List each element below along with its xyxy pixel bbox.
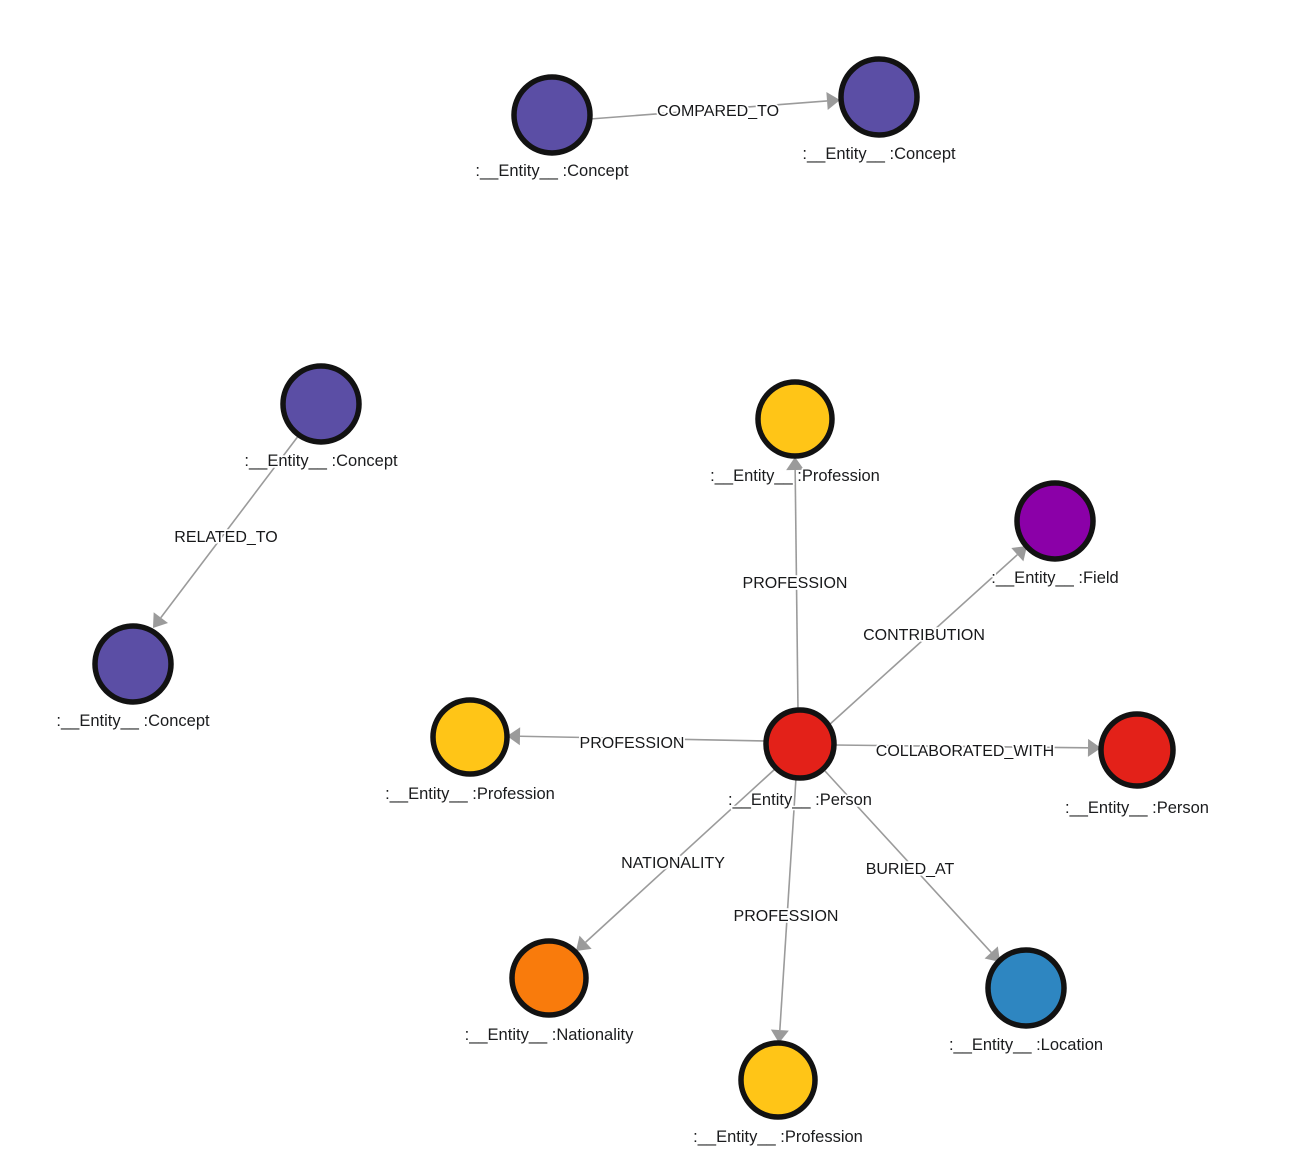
node-caption: :__Entity__ :Location xyxy=(949,1036,1103,1054)
edge-arrowhead-icon xyxy=(507,727,521,746)
edge-arrowhead-icon xyxy=(770,1029,789,1043)
graph-node-person[interactable] xyxy=(763,707,837,781)
graph-edge[interactable] xyxy=(833,738,1101,757)
graph-edge[interactable] xyxy=(828,546,1027,726)
graph-node-concept[interactable] xyxy=(511,74,593,156)
edge-arrowhead-icon xyxy=(153,612,169,628)
edge-line xyxy=(585,768,776,943)
graph-node-profession[interactable] xyxy=(738,1040,818,1120)
edge-line xyxy=(519,735,767,742)
edge-label: PROFESSION xyxy=(743,575,848,592)
edge-label: BURIED_AT xyxy=(866,861,955,878)
edge-line xyxy=(779,777,797,1031)
node-caption: :__Entity__ :Concept xyxy=(475,162,629,180)
graph-node-location[interactable] xyxy=(985,947,1067,1029)
edge-arrowhead-icon xyxy=(1087,738,1101,757)
graph-node-concept[interactable] xyxy=(92,623,174,705)
edge-arrowhead-icon xyxy=(576,935,592,951)
edge-line xyxy=(160,434,300,619)
node-caption: :__Entity__ :Concept xyxy=(56,712,210,730)
edge-arrowhead-icon xyxy=(1011,546,1027,562)
node-caption: :__Entity__ :Profession xyxy=(693,1128,863,1146)
edge-line xyxy=(589,100,828,120)
node-caption: :__Entity__ :Concept xyxy=(244,452,398,470)
edge-labels-layer: COMPARED_TO RELATED_TO PROFESSION CONTRIBUT… xyxy=(173,101,1056,927)
edge-line xyxy=(833,744,1089,749)
graph-node-profession[interactable] xyxy=(755,379,835,459)
edge-line xyxy=(824,770,992,953)
edge-line xyxy=(828,554,1018,726)
edges-layer xyxy=(153,92,1101,1043)
graph-edge[interactable] xyxy=(770,777,797,1043)
graph-node-field[interactable] xyxy=(1014,480,1096,562)
graph-edge[interactable] xyxy=(824,770,1000,962)
node-caption: :__Entity__ :Concept xyxy=(802,145,956,163)
node-caption: :__Entity__ :Person xyxy=(728,791,872,809)
graph-edge[interactable] xyxy=(576,768,776,951)
graph-edge[interactable] xyxy=(153,434,300,628)
node-captions-layer: :__Entity__ :Concept :__Entity__ :Concept… xyxy=(55,143,1211,1148)
edge-label: PROFESSION xyxy=(734,908,839,925)
edge-label: RELATED_TO xyxy=(174,529,277,546)
node-caption: :__Entity__ :Profession xyxy=(710,467,880,485)
edge-label: CONTRIBUTION xyxy=(863,627,985,644)
edge-label: PROFESSION xyxy=(580,735,685,752)
graph-edge[interactable] xyxy=(786,457,805,711)
node-caption: :__Entity__ :Person xyxy=(1065,799,1209,817)
graph-edge[interactable] xyxy=(507,727,767,746)
graph-node-concept[interactable] xyxy=(838,56,920,138)
edge-label: COLLABORATED_WITH xyxy=(876,743,1054,760)
nodes-layer xyxy=(92,56,1176,1120)
edge-line xyxy=(794,469,799,711)
edge-arrowhead-icon xyxy=(984,946,1000,962)
edge-arrowhead-icon xyxy=(786,457,805,471)
edge-label: NATIONALITY xyxy=(621,855,725,872)
graph-node-person[interactable] xyxy=(1098,711,1176,789)
node-caption: :__Entity__ :Field xyxy=(991,569,1119,587)
graph-node-nationality[interactable] xyxy=(509,938,589,1018)
graph-node-concept[interactable] xyxy=(280,363,362,445)
node-caption: :__Entity__ :Profession xyxy=(385,785,555,803)
graph-edge[interactable] xyxy=(589,92,840,120)
graph-node-profession[interactable] xyxy=(430,697,510,777)
node-caption: :__Entity__ :Nationality xyxy=(465,1026,635,1044)
edge-label: COMPARED_TO xyxy=(657,103,779,120)
edge-arrowhead-icon xyxy=(826,92,840,110)
